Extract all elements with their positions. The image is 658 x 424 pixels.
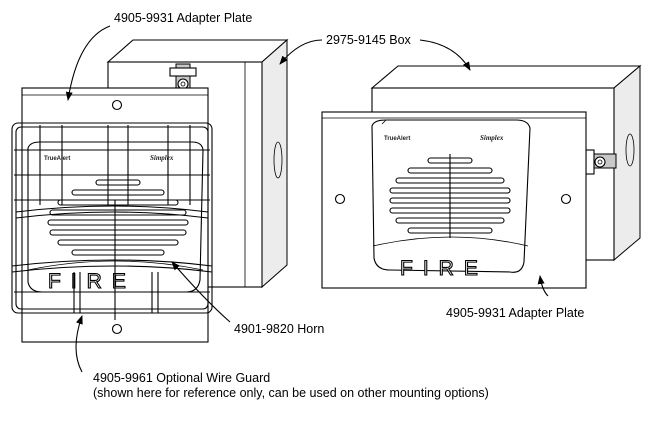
horn-grille-left (47, 179, 189, 256)
plate-screw-hole-right (560, 193, 572, 205)
right-assembly: TrueAlert Simplex FIRE (321, 64, 642, 289)
horn-grille-right (389, 154, 511, 238)
left-box-knockout (169, 63, 197, 90)
leader-box-left (279, 39, 323, 65)
brand-label-right: Simplex (150, 154, 174, 162)
brand-label-left: TrueAlert (44, 156, 70, 162)
plate-screw-hole-bottom (111, 323, 123, 335)
callout-box: 2975-9145 Box (326, 33, 412, 47)
leader-box-right (419, 39, 471, 71)
leader-wire-guard (75, 315, 83, 373)
plate-screw-hole-left (334, 193, 346, 205)
leader-adapter-plate-right (537, 275, 549, 297)
callout-horn: 4901-9820 Horn (234, 322, 324, 336)
brand-label-left: TrueAlert (384, 136, 410, 142)
left-assembly: TrueAlert Simplex FIRE (11, 38, 289, 343)
callouts: 4905-9931 Adapter Plate 2975-9145 Box 49… (93, 11, 584, 400)
leader-adapter-plate-left (65, 25, 111, 101)
wire-guard (11, 122, 213, 320)
callout-adapter-plate-right: 4905-9931 Adapter Plate (446, 306, 584, 320)
callout-wire-guard-note: (shown here for reference only, can be u… (93, 386, 489, 400)
leader-horn (171, 261, 231, 323)
fire-text-right: FIRE (400, 257, 488, 280)
leader-lines (65, 25, 549, 373)
fire-text-left: FIRE (48, 270, 136, 293)
plate-screw-hole-top (111, 99, 123, 111)
right-horn: TrueAlert Simplex FIRE (371, 119, 531, 281)
callout-adapter-plate-left: 4905-9931 Adapter Plate (114, 11, 252, 25)
brand-label-right: Simplex (480, 134, 504, 142)
right-box-knockout (585, 149, 617, 175)
callout-wire-guard: 4905-9961 Optional Wire Guard (93, 371, 270, 385)
